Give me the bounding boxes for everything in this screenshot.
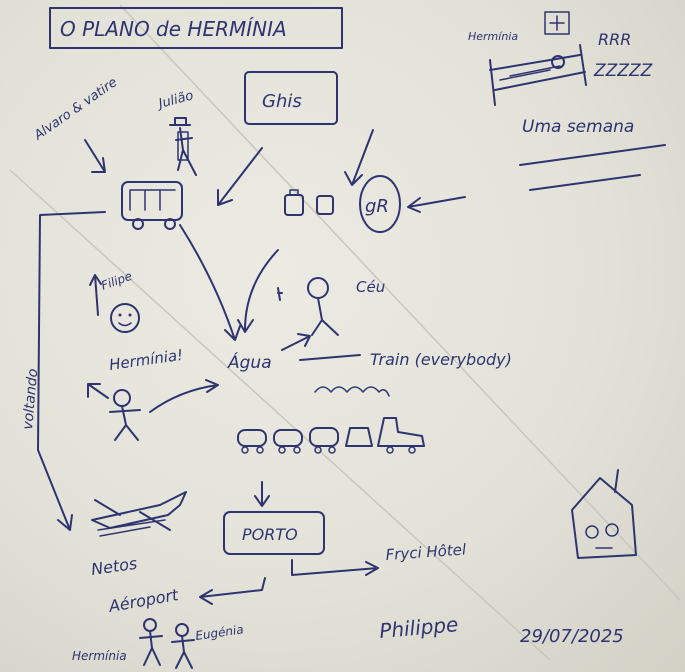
label-train: Train (everybody) bbox=[370, 350, 512, 369]
label-rrr: RRR bbox=[598, 30, 631, 49]
label-uma-semana: Uma semana bbox=[522, 117, 634, 137]
label-netos: Netos bbox=[90, 554, 138, 579]
page-title: O PLANO de HERMÍNIA bbox=[60, 17, 287, 41]
arrow-down-bus bbox=[84, 139, 106, 173]
arrow-porto-airport bbox=[199, 577, 266, 605]
ghis-box bbox=[244, 71, 338, 125]
arrow-voltando bbox=[37, 211, 106, 531]
label-agua: Água bbox=[227, 351, 272, 373]
arrow-bus-agua bbox=[179, 224, 241, 341]
label-herminia-bottom: Hermínia bbox=[72, 649, 127, 663]
arrow-agua-ceu bbox=[281, 333, 311, 351]
gr-circle bbox=[359, 175, 401, 233]
line-to-train bbox=[299, 354, 361, 361]
label-fryci-hotel: Fryci Hôtel bbox=[385, 540, 467, 564]
porto-box bbox=[223, 511, 325, 555]
label-alvaro-vatire: Alvaro & vatire bbox=[31, 75, 120, 144]
title-box bbox=[49, 7, 343, 49]
label-ceu: Céu bbox=[356, 278, 385, 296]
label-juliao: Julião bbox=[154, 88, 195, 112]
label-aeroport: Aéroport bbox=[106, 585, 180, 616]
arrow-into-gr bbox=[407, 196, 466, 213]
arrow-ghis bbox=[217, 147, 263, 206]
arrow-up-left bbox=[87, 383, 109, 399]
stick-figure-eugenia-icon bbox=[171, 623, 195, 669]
hospital-icon bbox=[544, 11, 570, 35]
person-juliao-icon bbox=[169, 117, 197, 176]
label-eugenia: Eugénia bbox=[194, 622, 244, 643]
arrow-porto-hotel bbox=[291, 559, 379, 576]
label-zzzz: ZZZZZ bbox=[593, 61, 653, 81]
luggage-icon bbox=[284, 189, 334, 216]
bed-icon bbox=[489, 44, 587, 106]
stick-figure-herminia-bottom-icon bbox=[139, 618, 163, 666]
smoke-icon bbox=[314, 386, 390, 397]
mark-small bbox=[277, 287, 283, 301]
label-porto: PORTO bbox=[242, 525, 298, 544]
label-filipe: Filipe bbox=[99, 269, 134, 293]
stick-figure-herminia-icon bbox=[109, 389, 141, 441]
label-gr: gR bbox=[365, 196, 389, 217]
arrow-herminia-agua bbox=[149, 379, 219, 413]
signature: Philippe bbox=[378, 612, 459, 643]
arrow-down-porto bbox=[254, 481, 270, 507]
arrow-up-filipe bbox=[89, 274, 102, 316]
fold-line bbox=[119, 4, 681, 601]
train-icon bbox=[237, 417, 425, 454]
underline-strokes bbox=[519, 144, 666, 191]
arrow-to-gr bbox=[344, 129, 374, 186]
label-herminia-mid: Hermínia! bbox=[108, 346, 184, 374]
airplane-icon bbox=[91, 491, 187, 537]
label-herminia-top: Hermínia bbox=[468, 30, 518, 43]
arrow-ghis-agua bbox=[237, 249, 279, 333]
date: 29/07/2025 bbox=[520, 626, 624, 647]
face-filipe-icon bbox=[110, 303, 140, 333]
label-ghis: Ghis bbox=[262, 91, 302, 112]
bus-icon bbox=[121, 181, 183, 230]
tree-figure-ceu-icon bbox=[307, 277, 339, 336]
label-voltando: voltando bbox=[20, 368, 41, 430]
fold-line bbox=[9, 169, 551, 661]
house-icon bbox=[571, 469, 637, 559]
